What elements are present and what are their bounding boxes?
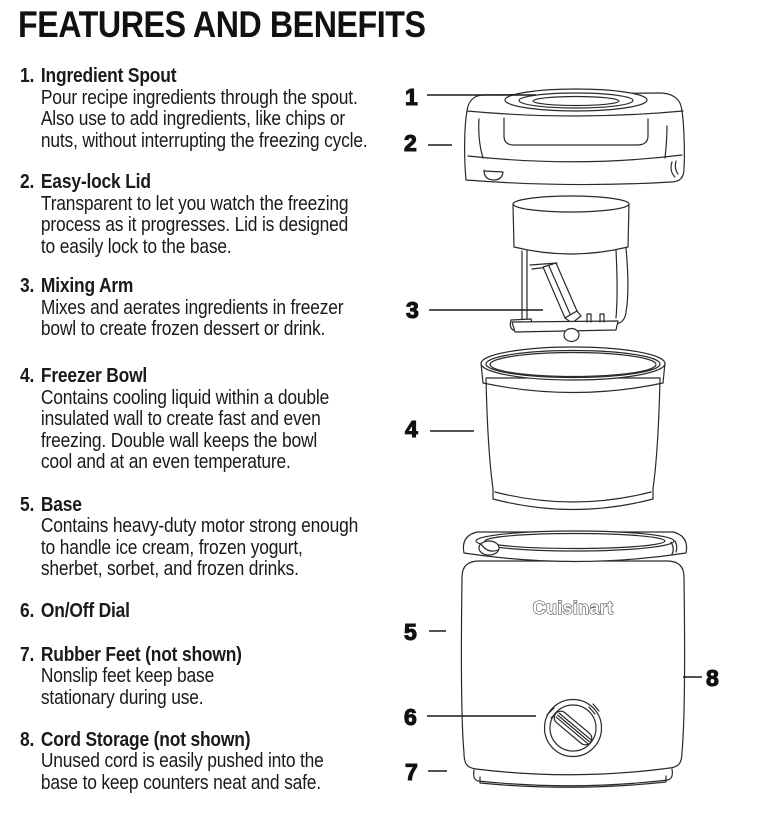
feature-heading: Rubber Feet (not shown) (40, 643, 242, 666)
feature-number: 1. (20, 65, 35, 87)
page-title: FEATURES AND BENEFITS (18, 4, 426, 45)
feature-item-freezer-bowl: 4. Freezer Bowl Contains cooling liquid … (20, 365, 472, 474)
freezer-bowl-drawing (480, 346, 666, 511)
feature-description: Nonslip feet keep base stationary during… (40, 665, 215, 709)
feature-description: Contains heavy-duty motor strong enough … (40, 515, 359, 580)
feature-heading: Cord Storage (not shown) (40, 728, 251, 751)
callout-3: 3 (406, 297, 419, 323)
lid-drawing (464, 88, 685, 186)
feature-description: Pour recipe ingredients through the spou… (40, 86, 368, 152)
callout-numbers: 1 2 3 4 5 6 7 8 (403, 83, 719, 785)
feature-number: 5. (20, 493, 35, 516)
cuisinart-logo: Cuisinart (533, 598, 614, 618)
feature-number: 8. (20, 728, 35, 751)
mixing-arm-drawing (509, 195, 630, 343)
feature-heading: Easy-lock Lid (40, 171, 151, 193)
feature-heading: Base (40, 493, 82, 516)
feature-number: 2. (20, 171, 35, 193)
feature-number: 4. (20, 365, 35, 387)
feature-item-mixing-arm: 3. Mixing Arm Mixes and aerates ingredie… (20, 275, 472, 341)
ingredient-spout-drawing (504, 88, 648, 112)
callout-7: 7 (405, 759, 418, 785)
feature-number: 7. (20, 643, 35, 666)
callout-1: 1 (405, 84, 418, 110)
callout-2: 2 (404, 130, 417, 156)
feature-description: Unused cord is easily pushed into the ba… (40, 750, 324, 794)
callout-5: 5 (404, 619, 417, 645)
feature-heading: Freezer Bowl (40, 365, 148, 387)
feature-number: 3. (20, 275, 35, 297)
feature-description: Mixes and aerates ingredients in freezer… (40, 296, 344, 340)
feature-heading: On/Off Dial (40, 600, 130, 622)
feature-number: 6. (20, 600, 35, 622)
callout-leaders (427, 94, 702, 772)
feature-item-ingredient-spout: 1. Ingredient Spout Pour recipe ingredie… (20, 65, 472, 152)
feature-heading: Mixing Arm (40, 275, 134, 297)
on-off-dial-drawing (543, 698, 603, 758)
feature-heading: Ingredient Spout (40, 65, 177, 87)
feature-item-rubber-feet: 7. Rubber Feet (not shown) Nonslip feet … (20, 643, 472, 710)
feature-item-on-off-dial: 6. On/Off Dial (20, 600, 472, 623)
callout-8: 8 (706, 665, 719, 691)
features-list: 1. Ingredient Spout Pour recipe ingredie… (20, 65, 472, 795)
callout-6: 6 (404, 704, 417, 730)
feature-description: Transparent to let you watch the freezin… (40, 192, 349, 258)
feature-description: Contains cooling liquid within a double … (40, 386, 330, 473)
feature-item-easy-lock-lid: 2. Easy-lock Lid Transparent to let you … (20, 171, 472, 258)
feature-item-base: 5. Base Contains heavy-duty motor strong… (20, 493, 472, 581)
base-drawing: Cuisinart (460, 530, 688, 788)
callout-4: 4 (405, 416, 418, 442)
feature-item-cord-storage: 8. Cord Storage (not shown) Unused cord … (20, 728, 472, 795)
